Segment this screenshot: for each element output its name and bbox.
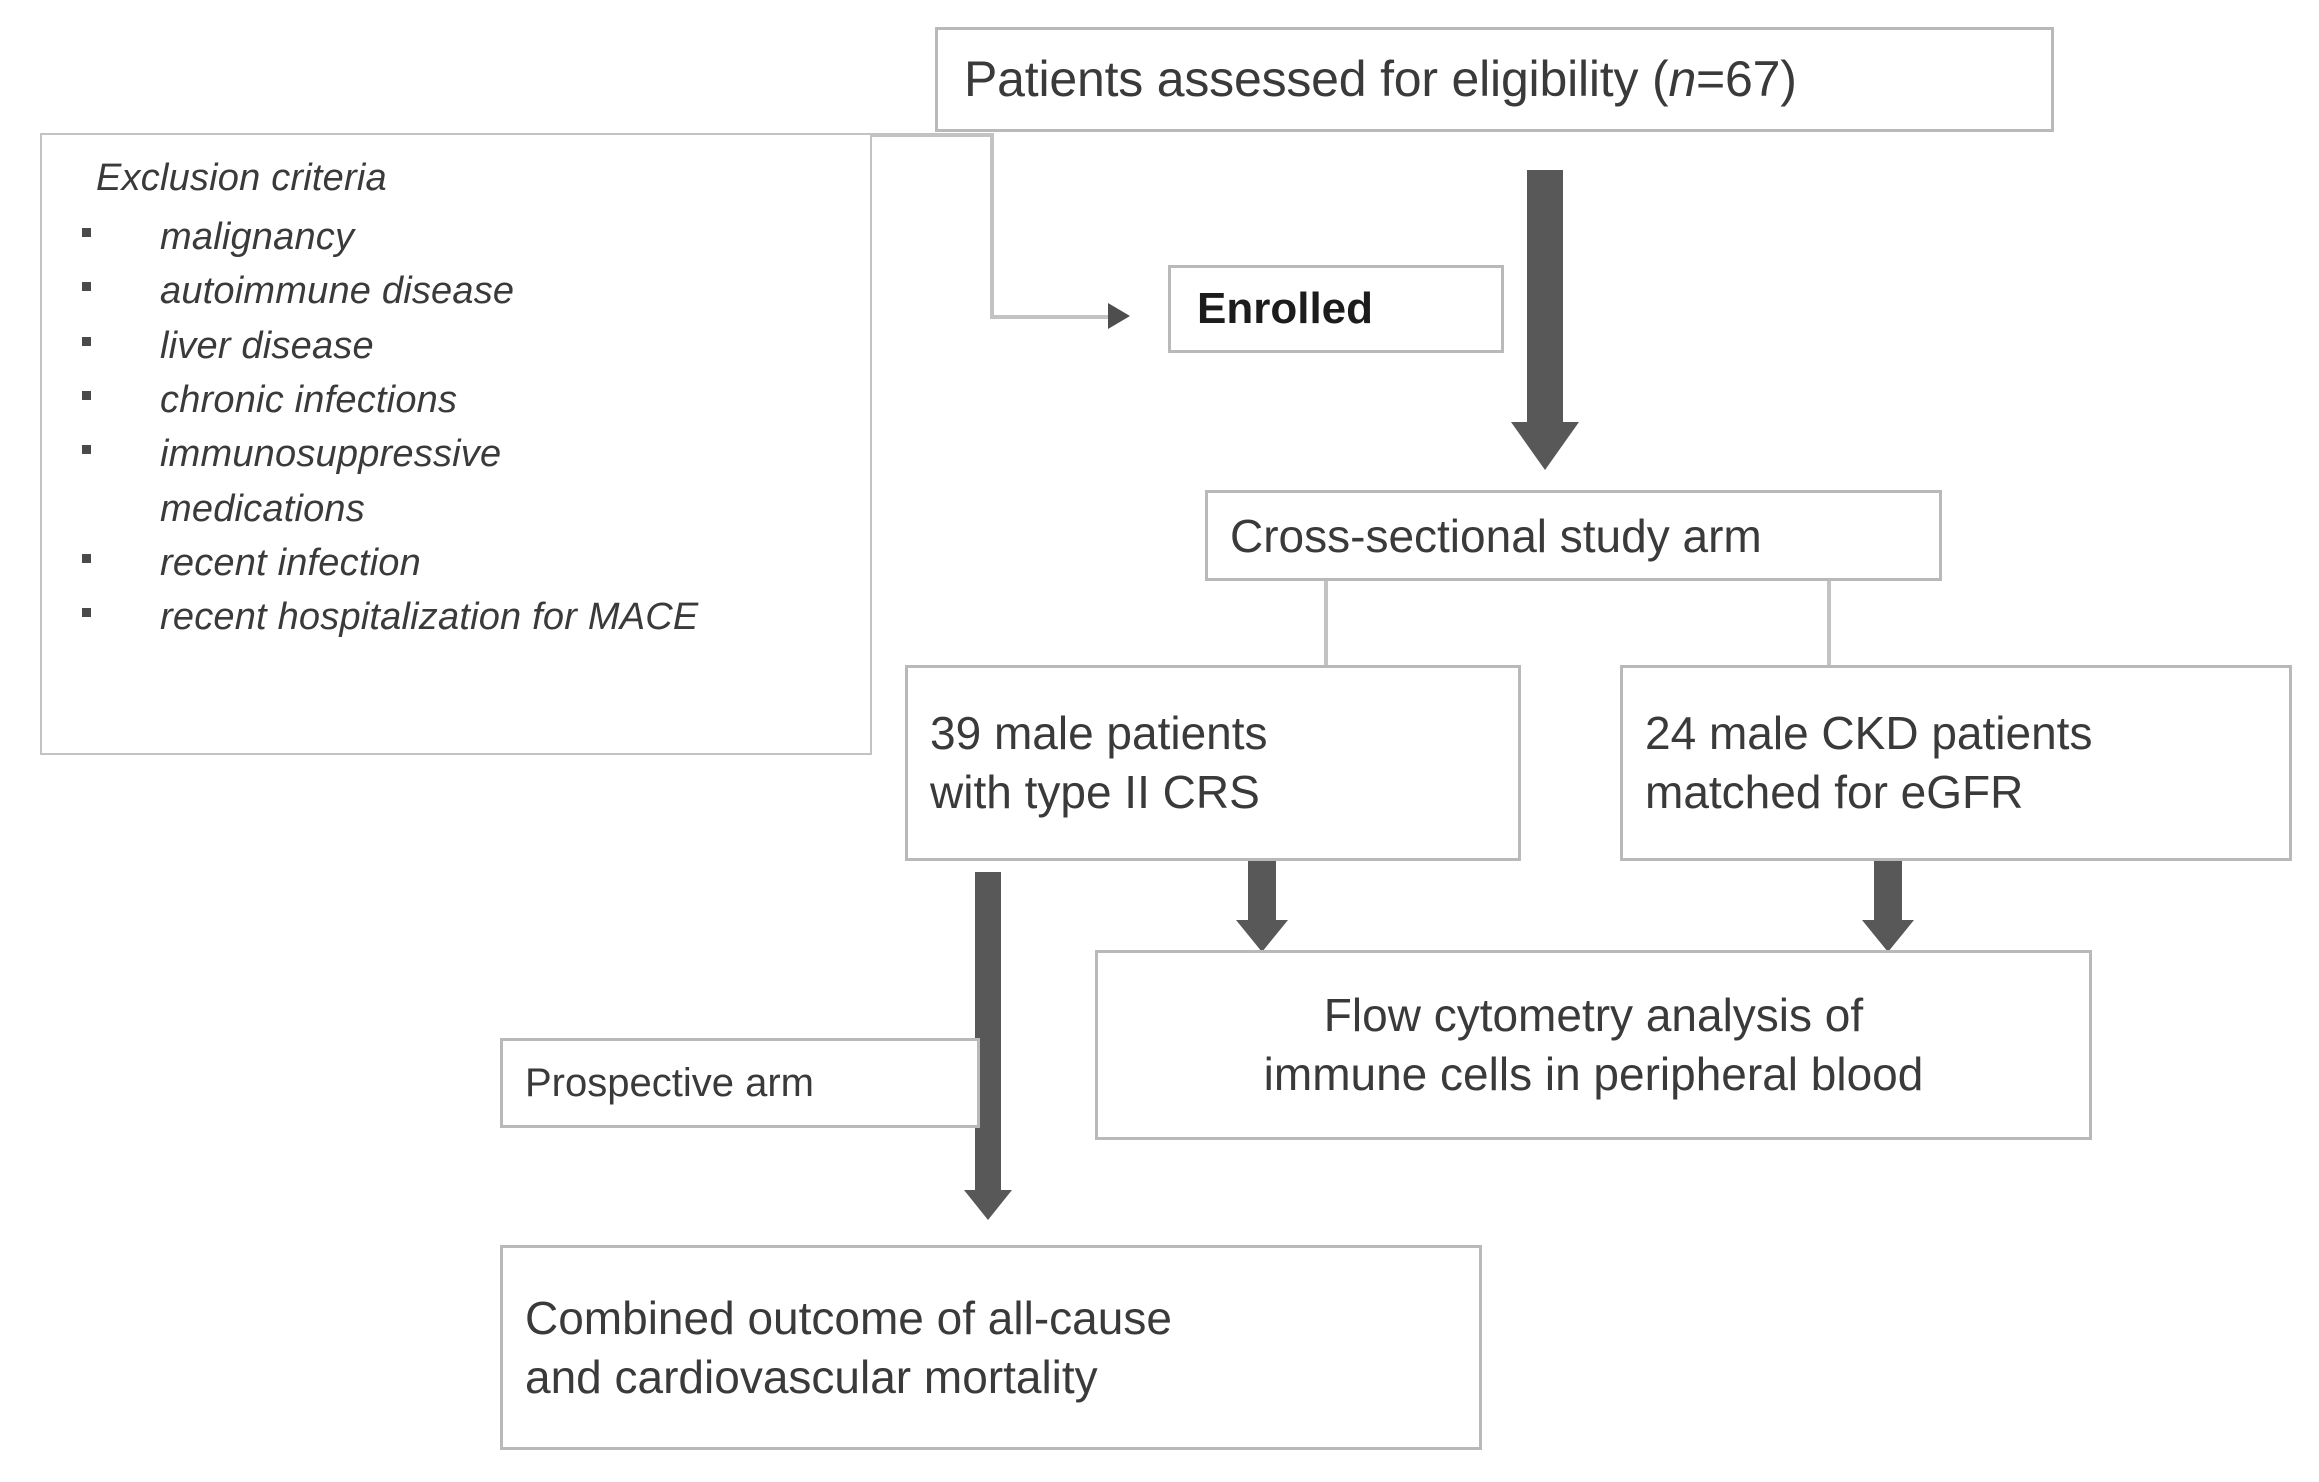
node-label: Enrolled — [1197, 284, 1374, 333]
arrow-head — [964, 1190, 1012, 1220]
arrow-shaft — [1248, 858, 1276, 920]
list-item: chronic infections — [64, 373, 860, 427]
node-label: 39 male patients with type II CRS — [930, 707, 1268, 818]
list-item-label-continued: medications — [160, 487, 365, 530]
list-item: immunosuppressive medications — [64, 427, 860, 536]
arrow-shaft — [1527, 170, 1563, 422]
arrow-shaft — [975, 872, 1001, 1190]
node-combined-outcome: Combined outcome of all-cause and cardio… — [500, 1245, 1482, 1450]
arrow-down-crs-to-combinedoutcome-icon — [948, 872, 1028, 1224]
bullet-icon — [82, 553, 91, 563]
node-crs-patient-group: 39 male patients with type II CRS — [905, 665, 1521, 861]
node-label: Prospective arm — [525, 1060, 814, 1105]
node-ckd-patient-group: 24 male CKD patients matched for eGFR — [1620, 665, 2292, 861]
list-item-label: liver disease — [160, 324, 374, 367]
bullet-icon — [82, 336, 91, 346]
arrow-down-ckd-to-flowcytometry-icon — [1848, 858, 1928, 952]
arrow-shaft — [1874, 858, 1902, 920]
list-item: autoimmune disease — [64, 264, 860, 318]
connector-eligibility-enrolled-horizontal-bottom — [990, 315, 1118, 319]
list-item-label: chronic infections — [160, 378, 458, 421]
connector-crosssectional-to-crs — [1324, 580, 1328, 666]
node-cross-sectional-study-arm: Cross-sectional study arm — [1205, 490, 1942, 581]
node-enrolled: Enrolled — [1168, 265, 1504, 353]
arrow-down-crs-to-flowcytometry-icon — [1222, 858, 1302, 952]
node-label: Combined outcome of all-cause and cardio… — [525, 1291, 1172, 1403]
list-item-label: recent infection — [160, 541, 421, 584]
exclusion-criteria-list: malignancy autoimmune disease liver dise… — [64, 210, 860, 645]
node-patients-assessed-for-eligibility: Patients assessed for eligibility (n=67) — [935, 27, 2054, 132]
node-prospective-arm: Prospective arm — [500, 1038, 980, 1128]
list-item-label: immunosuppressive — [160, 433, 502, 476]
bullet-icon — [82, 390, 91, 400]
node-label: Patients assessed for eligibility (n=67) — [964, 51, 1797, 108]
list-item: liver disease — [64, 319, 860, 373]
bullet-icon — [82, 227, 91, 237]
arrow-head — [1236, 920, 1288, 952]
bullet-icon — [82, 282, 91, 292]
italic-n: n — [1668, 51, 1697, 108]
node-label: 24 male CKD patients matched for eGFR — [1645, 707, 2093, 818]
bullet-icon — [82, 445, 91, 455]
node-label: Cross-sectional study arm — [1230, 509, 1762, 562]
panel-exclusion-criteria: Exclusion criteria malignancy autoimmune… — [40, 133, 872, 755]
connector-crosssectional-to-ckd — [1827, 580, 1831, 666]
bullet-icon — [82, 608, 91, 618]
arrowhead-right-icon — [1108, 303, 1130, 329]
list-item: recent hospitalization for MACE — [64, 590, 860, 644]
connector-eligibility-enrolled-horizontal-top — [872, 133, 994, 137]
list-item-label: autoimmune disease — [160, 270, 515, 313]
list-item: recent infection — [64, 536, 860, 590]
node-label: Flow cytometry analysis of immune cells … — [1263, 989, 1924, 1100]
node-flow-cytometry-analysis: Flow cytometry analysis of immune cells … — [1095, 950, 2092, 1140]
connector-eligibility-enrolled-vertical — [990, 133, 994, 319]
list-item: malignancy — [64, 210, 860, 264]
arrow-head — [1862, 920, 1914, 952]
list-item-label: malignancy — [160, 216, 355, 258]
arrow-down-eligibility-to-crosssectional-icon — [1500, 170, 1590, 470]
list-item-label: recent hospitalization for MACE — [160, 596, 699, 639]
exclusion-criteria-title: Exclusion criteria — [96, 157, 387, 199]
arrow-head — [1511, 422, 1579, 470]
